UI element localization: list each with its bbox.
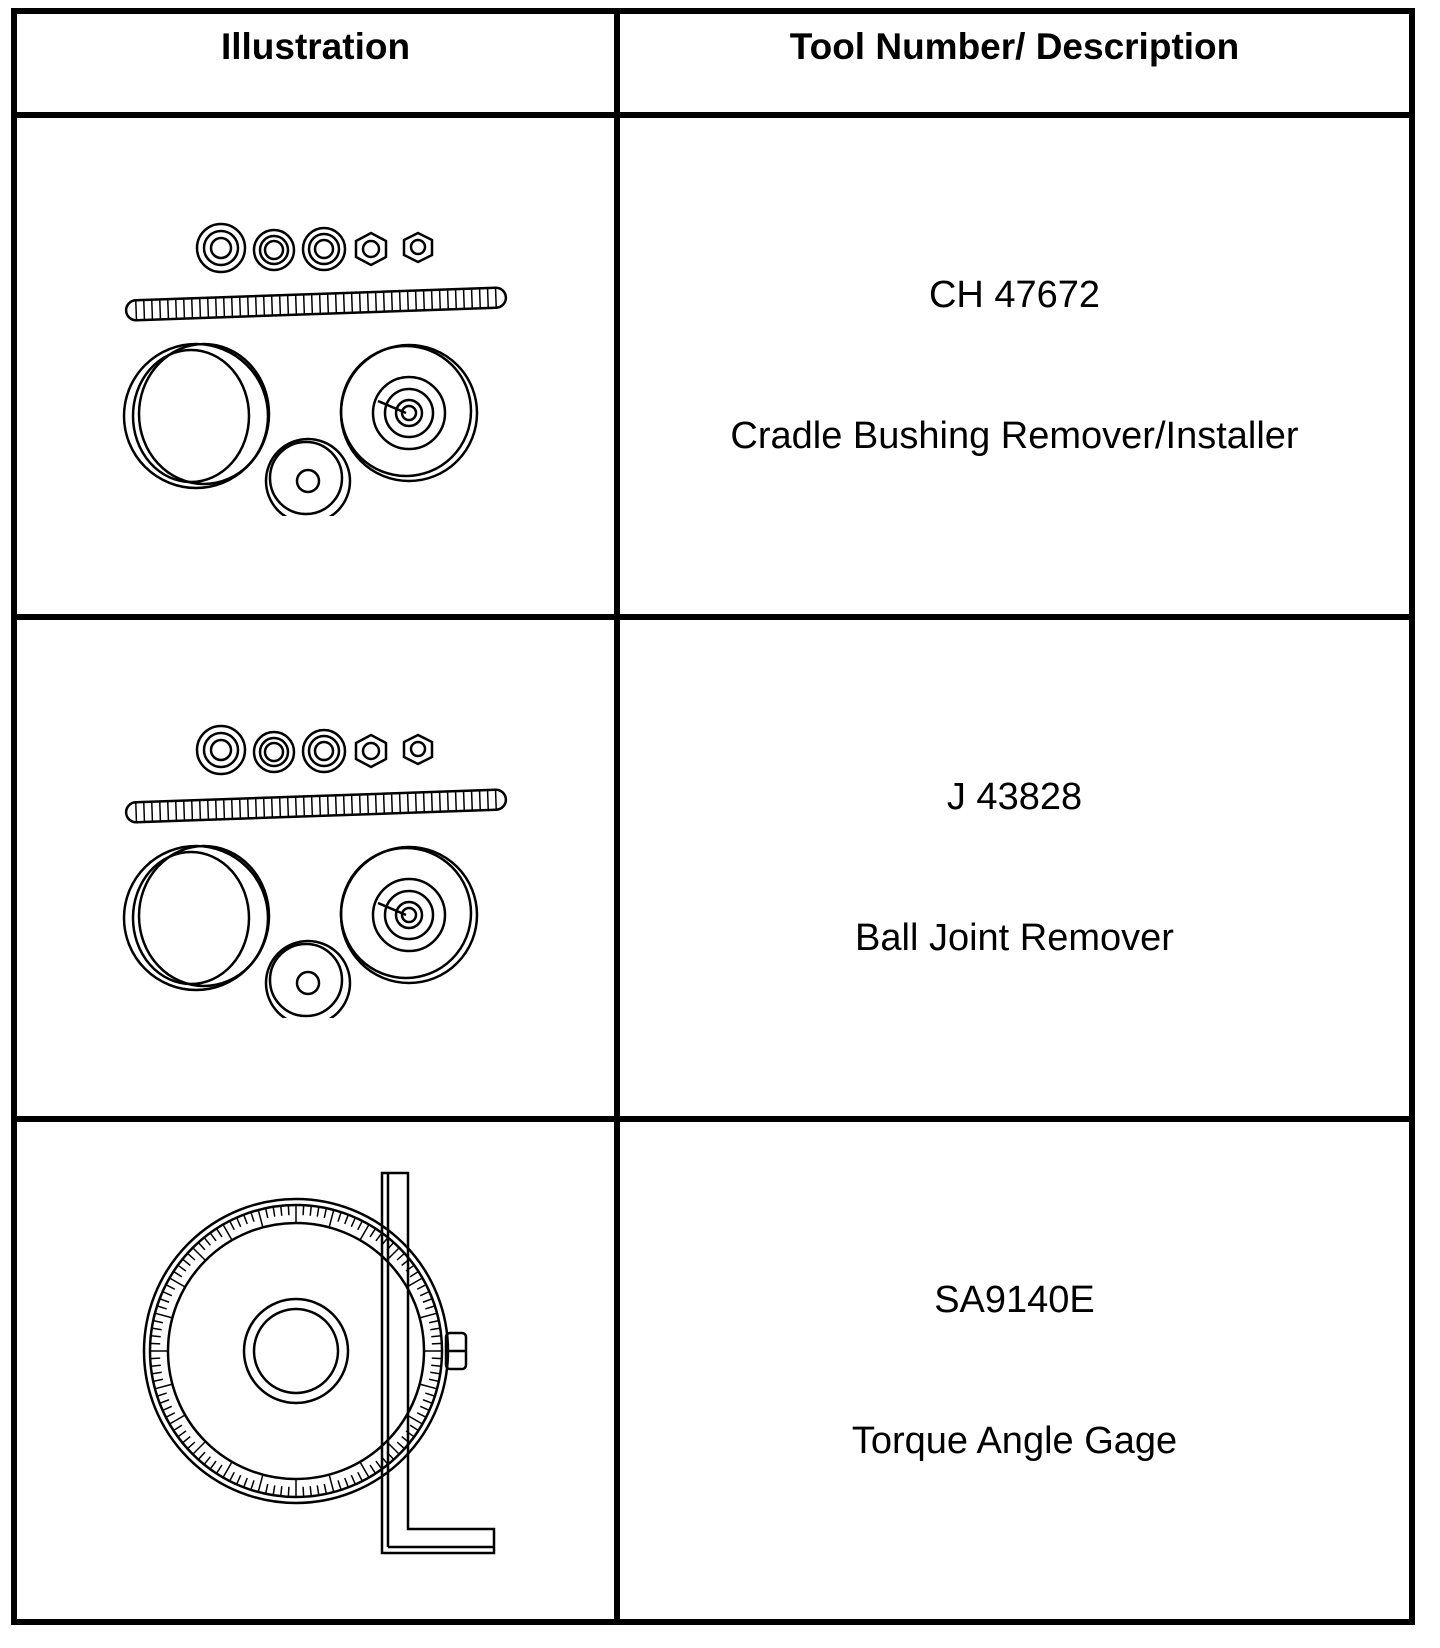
table-row: SA9140E Torque Angle Gage [11, 1116, 1415, 1625]
special-tools-table: Illustration Tool Number/ Description [11, 8, 1415, 1625]
illustration-column-header: Illustration [11, 8, 620, 118]
tool-number: J 43828 [946, 776, 1083, 819]
tool-number: SA9140E [934, 1278, 1095, 1321]
table-row: CH 47672 Cradle Bushing Remover/Installe… [11, 111, 1415, 620]
bushing-tool-kit-icon [122, 222, 507, 516]
tool-description-cell: J 43828 Ball Joint Remover [614, 613, 1415, 1123]
torque-angle-gage-icon [142, 1171, 495, 1554]
tool-description: Torque Angle Gage [851, 1419, 1178, 1462]
tool-description: Cradle Bushing Remover/Installer [730, 414, 1299, 457]
ball-joint-remover-kit-icon [122, 724, 507, 1019]
tool-description-cell: CH 47672 Cradle Bushing Remover/Installe… [614, 111, 1415, 620]
tool-description: Ball Joint Remover [855, 917, 1174, 960]
illustration-cell [11, 1116, 620, 1625]
tool-number: CH 47672 [928, 273, 1101, 316]
table-header-row: Illustration Tool Number/ Description [11, 8, 1415, 118]
tool-description-cell: SA9140E Torque Angle Gage [614, 1116, 1415, 1625]
illustration-cell [11, 111, 620, 620]
table-row: J 43828 Ball Joint Remover [11, 613, 1415, 1123]
description-column-header: Tool Number/ Description [614, 8, 1415, 118]
illustration-cell [11, 613, 620, 1123]
